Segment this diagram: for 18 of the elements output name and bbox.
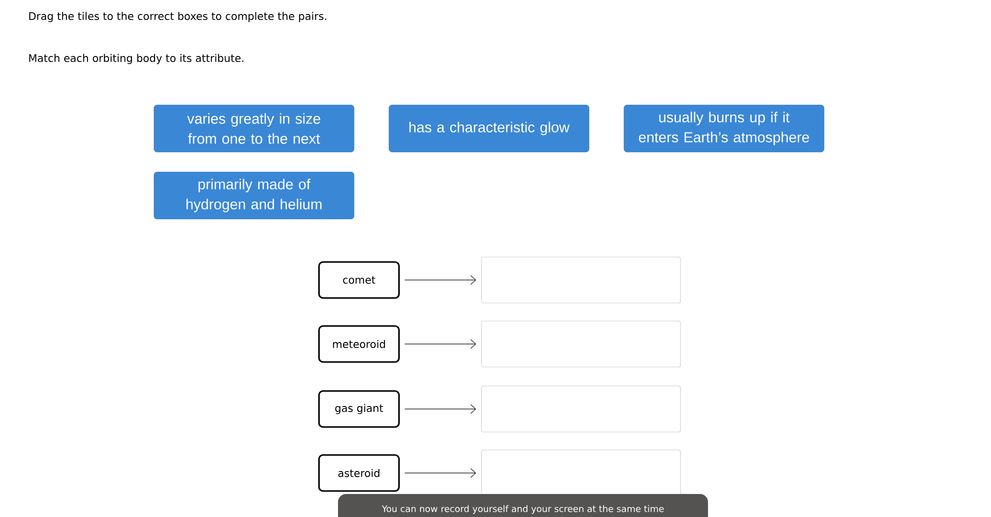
answer-tile: has a characteristic glow <box>388 104 590 152</box>
notification-banner: You can now record yourself and your screen at the same time <box>338 494 708 517</box>
answer-tile: primarily made of hydrogen and helium <box>154 172 354 220</box>
answer-tile: varies greatly in size from one to the next <box>154 104 354 152</box>
answer-tile: usually burns up if it enters Earth’s atmosphere <box>624 104 824 152</box>
term-box: gas giant <box>318 390 400 428</box>
drop-box <box>481 320 681 368</box>
term-box: comet <box>318 261 400 299</box>
term-box: asteroid <box>318 454 400 492</box>
term-box: meteoroid <box>318 325 400 363</box>
arrow <box>404 275 476 285</box>
arrow <box>404 468 476 478</box>
drop-box <box>481 256 681 304</box>
arrow <box>404 404 476 414</box>
instruction-text: Match each orbiting body to its attribute. <box>29 54 244 64</box>
instruction-text: Drag the tiles to the correct boxes to complete the pairs. <box>29 12 326 22</box>
drop-box <box>481 386 681 432</box>
arrow <box>404 339 476 349</box>
